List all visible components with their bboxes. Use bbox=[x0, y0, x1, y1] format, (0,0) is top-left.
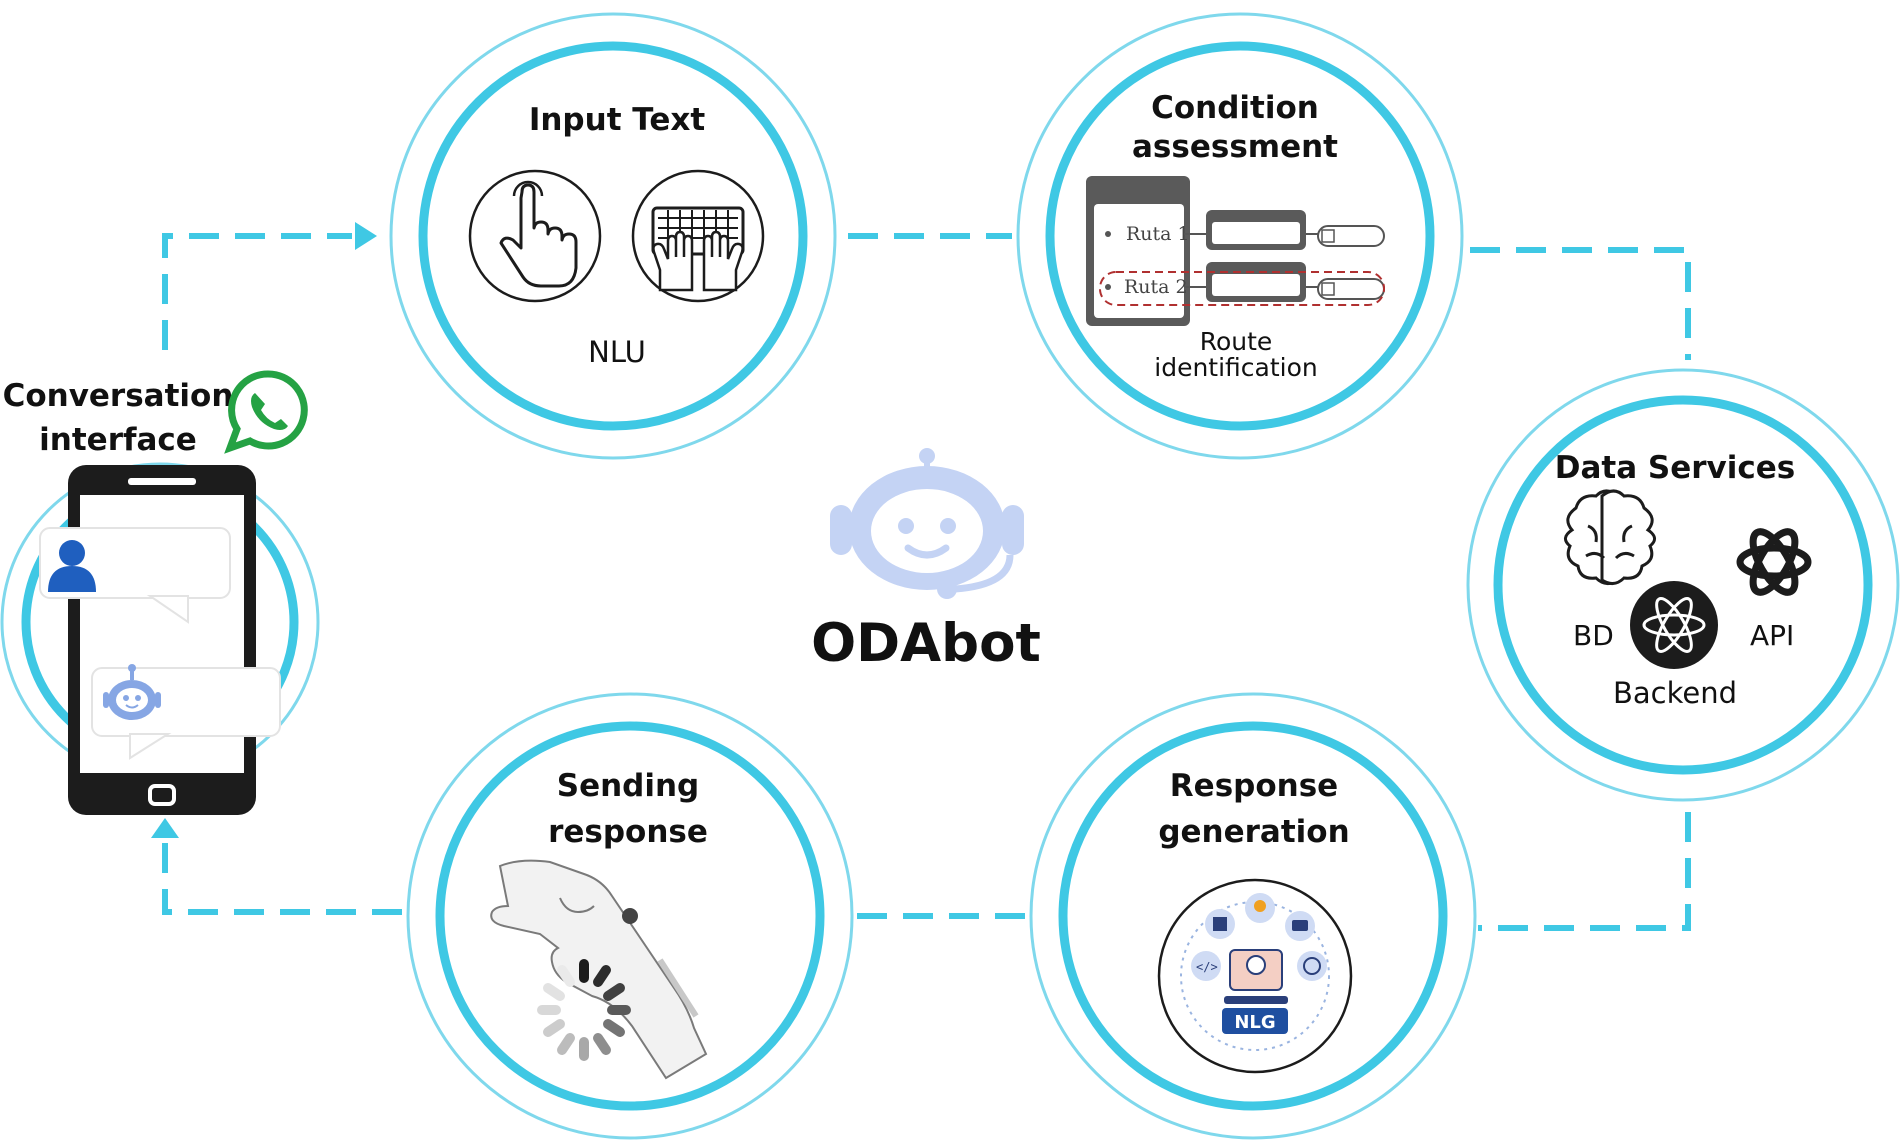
response-title-line2: generation bbox=[1158, 814, 1349, 850]
conversation-title-line1: Conversation bbox=[3, 378, 234, 414]
data-services-title: Data Services bbox=[1555, 450, 1796, 486]
nlg-badge bbox=[1222, 1008, 1288, 1034]
response-title-line1: Response bbox=[1170, 768, 1338, 804]
user-icon bbox=[48, 540, 96, 592]
stage-sending-response: Sending response bbox=[490, 768, 708, 1080]
nlg-badge-label: NLG bbox=[1234, 1012, 1275, 1033]
route-2-highlight bbox=[1099, 271, 1385, 306]
user-chat-bubble bbox=[39, 527, 231, 624]
keyboard-hands-icon bbox=[631, 169, 765, 303]
brain-icon bbox=[1564, 489, 1656, 585]
nlg-network-icon: </> NLG bbox=[1157, 878, 1353, 1074]
sending-title-line2: response bbox=[548, 814, 708, 850]
odabot-logo: ODAbot bbox=[811, 448, 1041, 674]
connector-phone-to-input bbox=[162, 233, 352, 350]
robot-icon bbox=[103, 664, 161, 720]
svg-text:</>: </> bbox=[1196, 960, 1218, 974]
tap-hand-icon bbox=[468, 169, 602, 303]
arrow-head-to-phone bbox=[151, 818, 179, 838]
openai-icon bbox=[1736, 528, 1812, 596]
connector-condition-to-data bbox=[1470, 247, 1691, 360]
connector-sending-to-phone bbox=[162, 840, 402, 915]
stage-data-services: Data Services BD Backend API bbox=[1555, 450, 1812, 710]
bot-chat-bubble bbox=[91, 664, 281, 760]
route-diagram: Ruta 1 Ruta 2 bbox=[1086, 176, 1385, 326]
stage-condition-assessment: Condition assessment Ruta 1 Ruta 2 Route… bbox=[1086, 90, 1385, 382]
stage-rings bbox=[0, 12, 1900, 1140]
input-text-title: Input Text bbox=[529, 102, 706, 138]
input-text-caption: NLU bbox=[588, 335, 646, 369]
stage-response-generation: Response generation </> NLG bbox=[1157, 768, 1353, 1074]
sending-title-line1: Sending bbox=[557, 768, 700, 804]
backend-logo-icon bbox=[1630, 581, 1718, 669]
smartphone-icon bbox=[68, 465, 256, 815]
condition-title-line2: assessment bbox=[1132, 129, 1338, 165]
conversation-interface: Conversation interface bbox=[3, 370, 308, 815]
brand-name: ODAbot bbox=[811, 613, 1041, 674]
arrow-head-to-input bbox=[355, 222, 377, 250]
condition-caption-line1: Route bbox=[1200, 327, 1273, 356]
robot-headset-icon bbox=[830, 448, 1024, 599]
backend-label: Backend bbox=[1613, 676, 1737, 710]
whatsapp-icon bbox=[224, 370, 308, 454]
stage-input-text: Input Text NLU bbox=[468, 102, 765, 369]
api-label: API bbox=[1750, 619, 1794, 652]
robot-hand-icon bbox=[490, 859, 708, 1080]
route-2-label: Ruta 2 bbox=[1124, 276, 1188, 298]
condition-caption-line2: identification bbox=[1154, 353, 1318, 382]
route-1-label: Ruta 1 bbox=[1126, 223, 1190, 245]
connector-data-to-response bbox=[1478, 812, 1691, 931]
condition-title-line1: Condition bbox=[1151, 90, 1319, 126]
loading-spinner-icon bbox=[537, 959, 631, 1061]
conversation-title-line2: interface bbox=[39, 422, 197, 458]
flow-connectors bbox=[162, 233, 1691, 931]
bd-label: BD bbox=[1573, 619, 1614, 652]
